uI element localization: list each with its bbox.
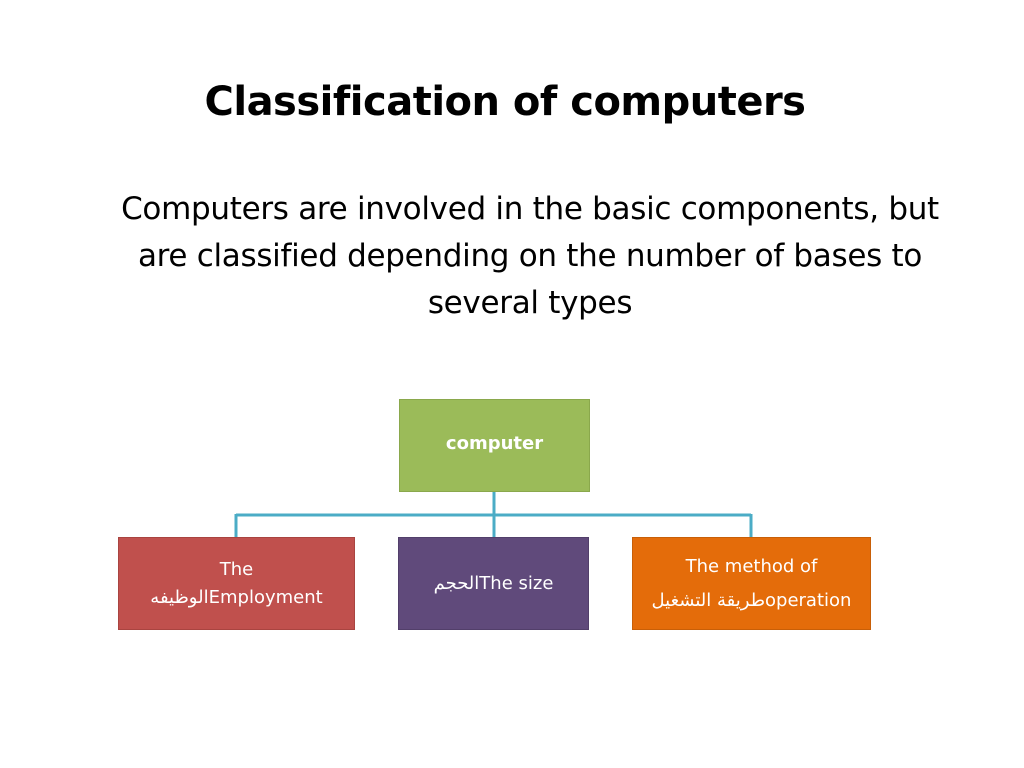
node-size-label: الحجمThe size (433, 572, 554, 594)
node-method-label-line1: The method of (685, 555, 818, 577)
node-employment: The الوظيفهEmployment (118, 537, 355, 630)
node-method-label-line2: طريقة التشغيلoperation (651, 589, 852, 611)
slide-title: Classification of computers (204, 79, 807, 125)
node-employment-label-line1: The (219, 558, 254, 580)
node-computer-label: computer (445, 433, 544, 454)
node-size: الحجمThe size (398, 537, 589, 630)
slide-body-text: Computers are involved in the basic comp… (121, 191, 939, 321)
node-method-of-operation: The method of طريقة التشغيلoperation (632, 537, 871, 630)
node-computer: computer (399, 399, 590, 492)
node-employment-label-line2: الوظيفهEmployment (150, 586, 323, 608)
